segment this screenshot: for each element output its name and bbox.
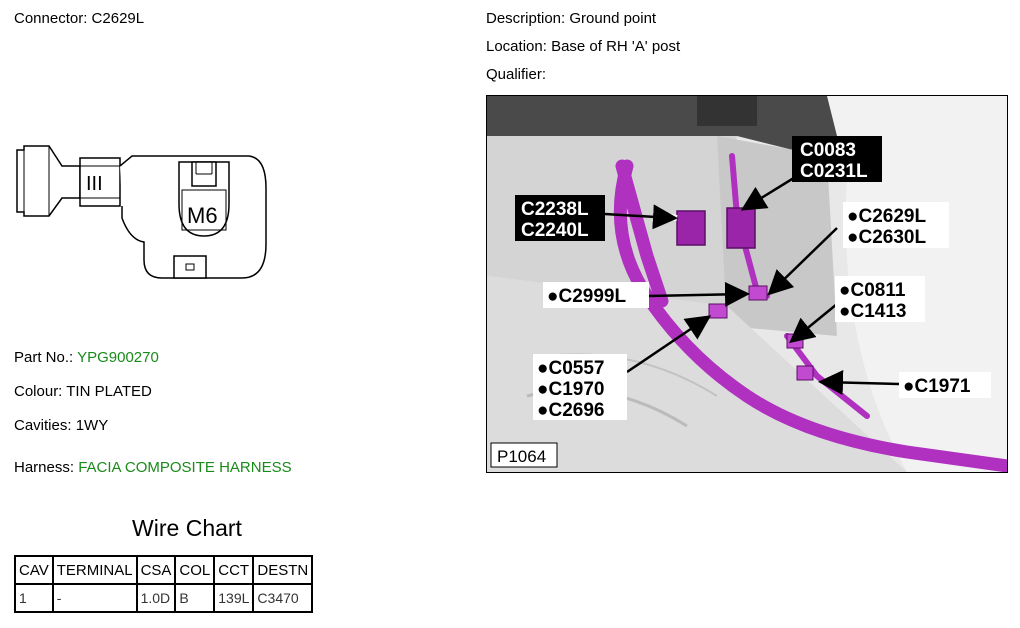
harness-line: Harness: FACIA COMPOSITE HARNESS [14,459,292,476]
colour-line: Colour: TIN PLATED [14,383,152,400]
connector-line: Connector: C2629L [14,10,144,27]
harness-label: Harness: [14,459,75,476]
connector-diagram: III M6 [16,145,267,279]
callout-c0083-line1: C0083 [800,140,856,161]
column-header-destn: DESTN [252,555,314,585]
harness-value: FACIA COMPOSITE HARNESS [78,459,292,476]
callout-c0557-line1: ●C0557 [537,358,604,379]
column-header-cct: CCT [213,555,255,585]
table-cell: 1 [14,583,54,613]
callout-c1971-l1: C1971 [914,376,970,397]
callout-c2999-l1: C2999L [558,286,626,307]
callout-c1971: ●C1971 [903,376,971,397]
harness-wire [615,159,669,308]
location-line: Location: Base of RH 'A' post [486,38,680,55]
location-label: Location: [486,38,547,55]
stud-label: M6 [187,203,218,228]
callout-c2629-line1: ●C2629L [847,206,926,227]
colour-label: Colour: [14,383,63,400]
callout-c0811-line1: ●C0811 [839,280,906,301]
location-photo: C0083 C0231L C2238L C2240L ●C2629L ●C263… [486,95,1008,473]
qualifier-label: Qualifier: [486,66,547,83]
harness-tube [613,159,1007,472]
callout-c0557-l3: C2696 [548,400,604,421]
location-value: Base of RH 'A' post [551,38,681,55]
photo-ref: P1064 [497,447,546,466]
qualifier-line: Qualifier: [486,66,546,83]
table-cell: 1.0D [135,583,177,613]
callout-c2629-l2: C2630L [858,227,926,248]
table-cell: B [174,583,216,613]
callout-c2999: ●C2999L [547,286,626,307]
cavities-line: Cavities: 1WY [14,417,108,434]
pin-label: III [86,173,103,195]
cavities-value: 1WY [75,417,109,434]
cavities-label: Cavities: [14,417,72,434]
part-no-value: YPG900270 [77,349,159,366]
connector-value: C2629L [91,10,145,27]
colour-value: TIN PLATED [66,383,152,400]
part-no-line: Part No.: YPG900270 [14,349,159,366]
callout-c2238-line2: C2240L [521,220,589,241]
column-header-cav: CAV [14,555,54,585]
wire-chart-title: Wire Chart [132,515,242,541]
description-line: Description: Ground point [486,10,656,27]
callout-c2238-line1: C2238L [521,199,589,220]
connector-label: Connector: [14,10,88,27]
callout-c0811-l2: C1413 [850,301,906,322]
table-cell: - [51,583,138,613]
description-label: Description: [486,10,566,27]
column-header-csa: CSA [135,555,177,585]
part-no-label: Part No.: [14,349,74,366]
harness-wire [784,333,870,419]
column-header-terminal: TERMINAL [51,555,138,585]
callout-c0557-line3: ●C2696 [537,400,604,421]
callout-c2629-line2: ●C2630L [847,227,926,248]
description-value: Ground point [569,10,657,27]
callout-c0557-l2: C1970 [548,379,604,400]
callout-c0557-line2: ●C1970 [537,379,604,400]
callout-c0811-l1: C0811 [850,280,905,301]
callout-c2629-l1: C2629L [858,206,926,227]
table-cell: 139L [213,583,255,613]
callout-c0811-line2: ●C1413 [839,301,906,322]
table-cell: C3470 [252,583,314,613]
column-header-col: COL [174,555,216,585]
callout-c0557-l1: C0557 [548,358,604,379]
callout-c0083-line2: C0231L [800,161,868,182]
